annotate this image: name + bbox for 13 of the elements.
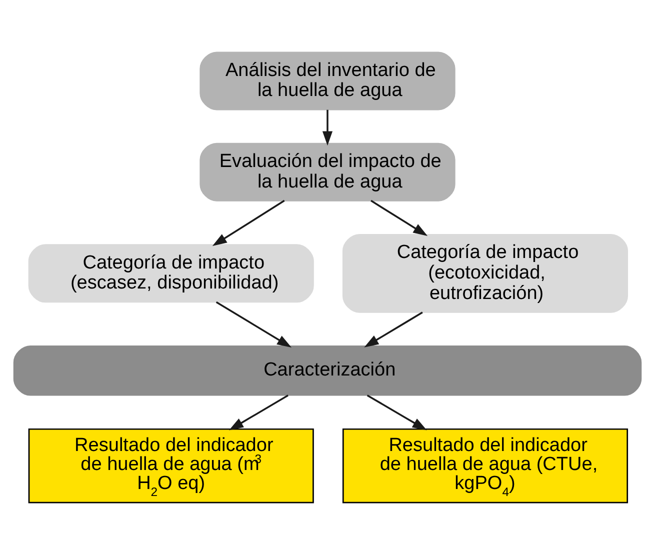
node-box: Análisis del inventario de la huella de agua (200, 52, 456, 110)
arrow (364, 312, 423, 348)
node-box: Caracterización (13, 346, 642, 396)
arrow (228, 394, 288, 430)
arrow (216, 301, 292, 348)
node-box: Categoría de impacto (escasez, disponibilidad) (28, 244, 314, 303)
arrow (370, 200, 428, 236)
arrow (212, 200, 285, 246)
arrow (366, 394, 427, 430)
node-box: Evaluación del impacto de la huella de agua (200, 142, 456, 202)
arrow (322, 110, 333, 146)
node-box: Resultado del indicador de huella de agua (CTUe, kgPO$_{4}$) (342, 428, 628, 504)
node-box: Categoría de impacto (ecotoxicidad, eutrofización) (342, 234, 628, 313)
